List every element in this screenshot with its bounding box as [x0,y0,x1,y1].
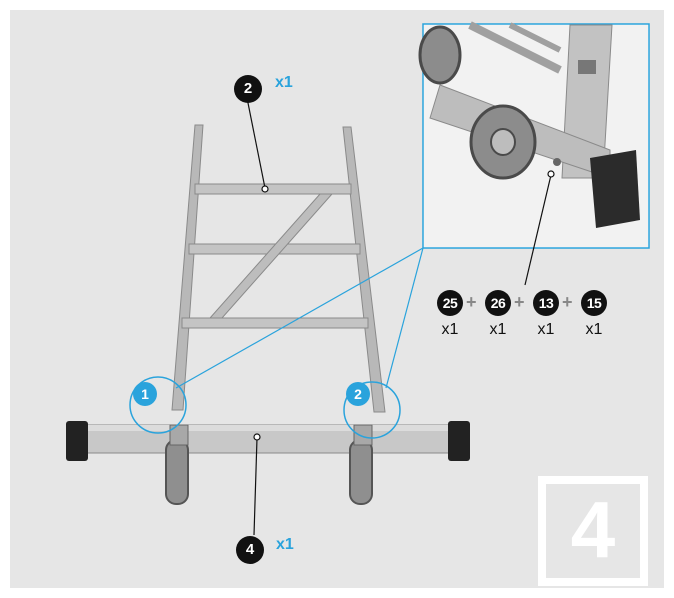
left-end-cap [66,421,88,461]
part-badge-rung: 2 [234,75,262,103]
hardware-qty-26: x1 [489,321,507,338]
hardware-badge-15: 15 [581,290,607,316]
left-wheel-bracket [169,424,189,446]
left-wheel [165,439,189,505]
right-end-cap [448,421,470,461]
inset-rail-slot [578,60,596,74]
right-wheel [349,439,373,505]
rung-top [194,183,352,195]
step-number: 4 [538,476,648,586]
zoom-line-left [175,247,424,389]
diagonal-brace [208,193,334,319]
part-qty-base: x1 [276,536,294,553]
inset-wheel-back [418,25,462,85]
inset-bolt [553,158,561,166]
hardware-qty-15: x1 [585,321,603,338]
zoom-line-right [385,247,424,389]
inset-end-cap [590,150,640,228]
left-rail [171,124,204,411]
rung-bottom [181,317,369,329]
right-joint-circle [343,381,401,439]
left-joint-circle [129,376,187,434]
part-qty-rung: x1 [275,74,293,91]
inset-wheel-hub [490,128,516,156]
plus-sign-3: + [562,292,573,312]
ladder-section [171,124,386,413]
leader-line-hardware [524,174,552,286]
hardware-badge-25: 25 [437,290,463,316]
plus-sign-1: + [466,292,477,312]
detail-inset [418,21,650,249]
hardware-badge-13: 13 [533,290,559,316]
joint-badge-left: 1 [133,382,157,406]
inset-frame-bar-2 [508,22,562,53]
part-badge-base: 4 [236,536,264,564]
hardware-badge-26: 26 [485,290,511,316]
leader-dot-base [253,433,261,441]
right-wheel-bracket [353,424,373,446]
right-rail [342,126,386,413]
hardware-qty-25: x1 [441,321,459,338]
leader-dot-hardware [547,170,555,178]
joint-badge-right: 2 [346,382,370,406]
base-bar-highlight [85,425,460,431]
hardware-qty-13: x1 [537,321,555,338]
leader-line-rung [246,97,266,189]
leader-line-base [253,437,258,536]
plus-sign-2: + [514,292,525,312]
leader-dot-rung [261,185,269,193]
inset-frame-bar [468,21,562,74]
base-bar-assembly [66,421,470,505]
